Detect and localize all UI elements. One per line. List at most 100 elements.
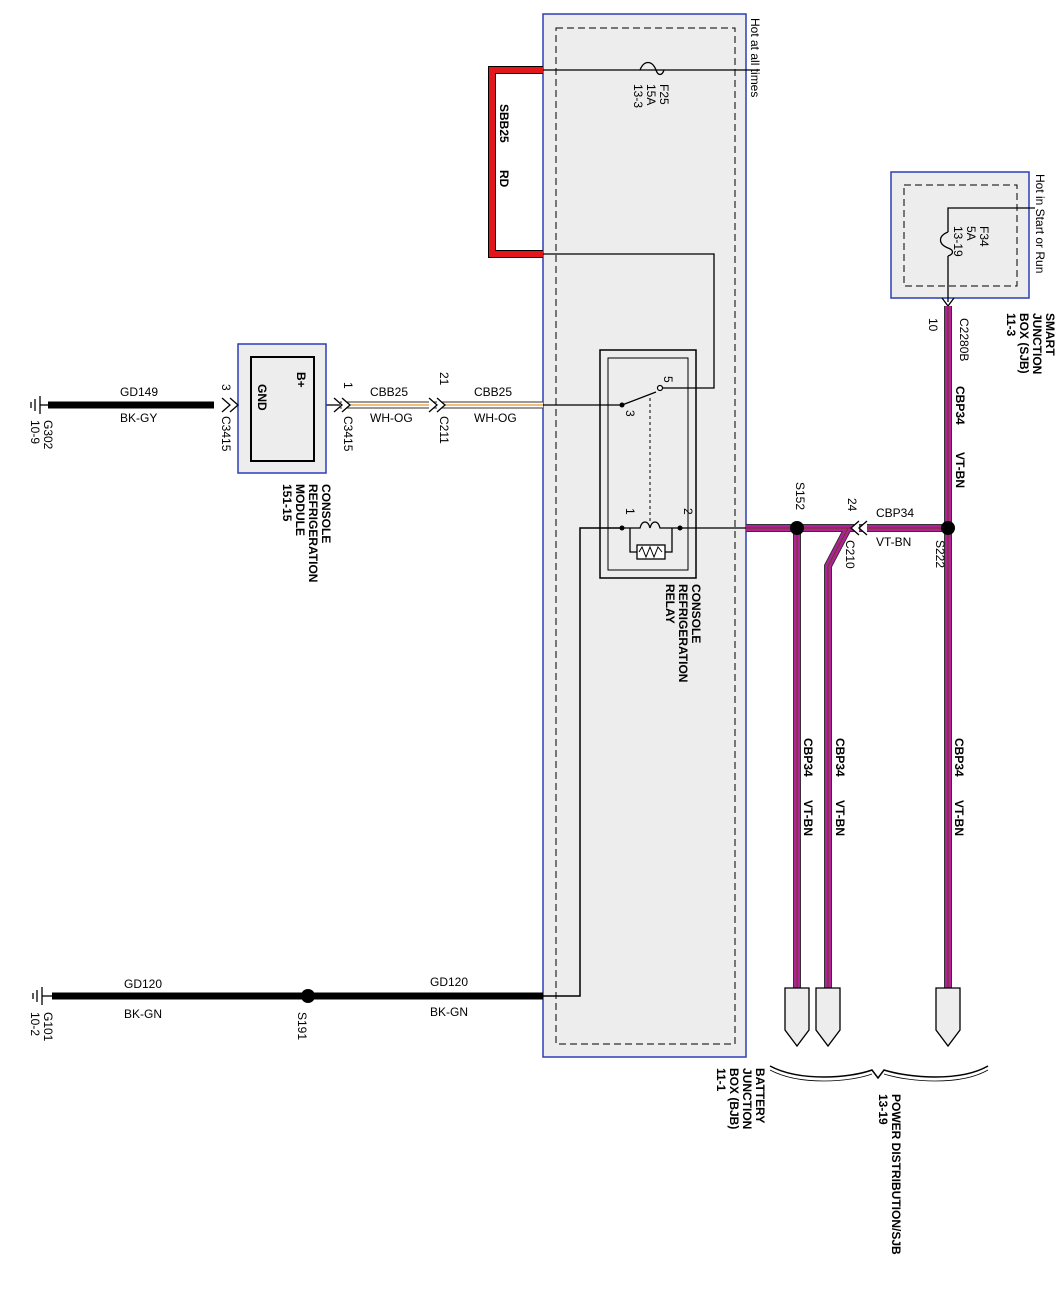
ground-g101-icon <box>32 987 52 1005</box>
wire-cbb25-a-color: WH-OG <box>370 411 413 425</box>
power-distribution-brace <box>769 1065 989 1080</box>
svg-text:JUNCTION: JUNCTION <box>740 1068 754 1129</box>
svg-text:10-9: 10-9 <box>28 420 42 444</box>
relay-pin-5: 5 <box>661 376 675 383</box>
console-refrigeration-module <box>237 343 327 474</box>
svg-text:F34: F34 <box>977 226 991 247</box>
wire-gd120-a-color: BK-GN <box>124 1007 162 1021</box>
svg-text:13-19: 13-19 <box>951 226 965 257</box>
terminal-2-icon <box>815 987 841 1048</box>
svg-text:11-1: 11-1 <box>714 1068 728 1092</box>
svg-text:G302: G302 <box>41 420 55 450</box>
connector-c3415-gnd-icon <box>221 397 239 413</box>
svg-text:F25: F25 <box>657 84 671 105</box>
svg-text:151-15: 151-15 <box>280 484 294 522</box>
svg-text:5A: 5A <box>964 226 978 241</box>
svg-text:RD: RD <box>497 170 511 188</box>
svg-text:JUNCTION: JUNCTION <box>1030 313 1044 374</box>
bjb-hot-label: Hot at all times <box>748 18 762 97</box>
relay-pin-1: 1 <box>623 508 637 515</box>
svg-text:REFRIGERATION: REFRIGERATION <box>676 584 690 682</box>
connector-c3415-b-name: C3415 <box>341 416 355 452</box>
wire-gd120-a-circuit: GD120 <box>124 977 162 991</box>
splice-s222-icon <box>941 521 955 535</box>
wire-cbp34-h-color: VT-BN <box>876 535 911 549</box>
wire-cbp34-network <box>746 306 952 988</box>
connector-c3415-gnd-name: C3415 <box>219 416 233 452</box>
svg-text:G101: G101 <box>41 1012 55 1042</box>
svg-text:15A: 15A <box>644 84 658 105</box>
wire-cbb25-a-circuit: CBB25 <box>370 385 408 399</box>
svg-text:CONSOLE: CONSOLE <box>689 584 703 643</box>
svg-text:13-3: 13-3 <box>631 84 645 108</box>
wire-gd149-color: BK-GY <box>120 411 157 425</box>
ground-g302-label: G302 10-9 <box>28 420 55 450</box>
fuse-f25-icon <box>639 61 665 76</box>
terminal-1-icon <box>784 987 810 1048</box>
wire-gd120-b-circuit: GD120 <box>430 975 468 989</box>
connector-c210-name: C210 <box>843 540 857 569</box>
fuse-f34-label: F34 5A 13-19 <box>951 226 991 257</box>
battery-junction-box <box>542 13 747 1058</box>
module-gnd: GND <box>255 384 269 411</box>
fuse-f34-icon <box>939 231 954 257</box>
connector-c210-pin: 24 <box>845 498 859 512</box>
svg-text:10-2: 10-2 <box>28 1012 42 1036</box>
power-distribution-label: POWER DISTRIBUTION/SJB 13-19 <box>876 1094 903 1255</box>
relay-title: CONSOLE REFRIGERATION RELAY <box>663 584 703 682</box>
relay-resistor-icon <box>636 544 666 560</box>
splice-s152-label: S152 <box>793 482 807 510</box>
splice-s152-icon <box>790 521 804 535</box>
wire-sbb25-label: SBB25 RD <box>497 104 511 188</box>
svg-text:SBB25: SBB25 <box>497 104 511 143</box>
wire-cbb25-b-circuit: CBB25 <box>474 385 512 399</box>
sjb-hot-label: Hot in Start or Run <box>1033 174 1047 273</box>
wire-gd120-b-color: BK-GN <box>430 1005 468 1019</box>
connector-c211-pin: 21 <box>437 372 451 386</box>
wire-cbp34-v3-color: VT-BN <box>952 800 966 836</box>
svg-text:CONSOLE: CONSOLE <box>319 484 333 543</box>
connector-c3415-b-icon <box>333 397 351 413</box>
svg-text:BOX (SJB): BOX (SJB) <box>1017 313 1031 374</box>
wire-cbp34-v1-circuit: CBP34 <box>801 738 815 777</box>
wire-cbp34-v2-circuit: CBP34 <box>833 738 847 777</box>
connector-c3415-gnd-pin: 3 <box>219 384 233 391</box>
wire-cbp34-sjb-circuit: CBP34 <box>953 386 967 425</box>
wire-cbp34-v3-circuit: CBP34 <box>952 738 966 777</box>
svg-text:BATTERY: BATTERY <box>753 1068 767 1123</box>
wire-cbp34-sjb-color: VT-BN <box>953 452 967 488</box>
c2280b-pin: 10 <box>926 318 940 332</box>
wire-cbp34-h-circuit: CBP34 <box>876 506 914 520</box>
connector-c211-icon <box>428 397 446 413</box>
svg-text:RELAY: RELAY <box>663 584 677 624</box>
splice-s191-icon <box>301 989 315 1003</box>
fuse-f25-label: F25 15A 13-3 <box>631 84 671 108</box>
svg-text:13-19: 13-19 <box>876 1094 890 1125</box>
connector-c210-icon <box>850 520 868 536</box>
ground-g101-label: G101 10-2 <box>28 1012 55 1042</box>
wire-sbb25 <box>488 66 543 258</box>
wire-cbp34-v1-color: VT-BN <box>801 800 815 836</box>
ground-g302-icon <box>30 396 48 414</box>
svg-text:11-3: 11-3 <box>1004 313 1018 337</box>
smart-junction-box <box>890 171 1030 299</box>
wire-cbb25-b-color: WH-OG <box>474 411 517 425</box>
bjb-title: BATTERY JUNCTION BOX (BJB) 11-1 <box>714 1068 767 1129</box>
svg-text:BOX (BJB): BOX (BJB) <box>727 1068 741 1129</box>
svg-text:REFRIGERATION: REFRIGERATION <box>306 484 320 582</box>
sjb-title: SMART JUNCTION BOX (SJB) 11-3 <box>1004 313 1057 374</box>
relay-switch-arm <box>621 391 657 406</box>
wire-cbp34-v2-color: VT-BN <box>833 800 847 836</box>
wire-gd149-circuit: GD149 <box>120 385 158 399</box>
splice-s222-label: S222 <box>933 540 947 568</box>
svg-text:SMART: SMART <box>1043 313 1057 356</box>
relay-coil-icon <box>622 521 680 529</box>
connector-c3415-b-pin: 1 <box>341 382 355 389</box>
module-bplus: B+ <box>294 372 308 388</box>
c2280b-label: C2280B <box>957 318 971 361</box>
relay-pin-2: 2 <box>681 508 695 515</box>
svg-text:POWER DISTRIBUTION/SJB: POWER DISTRIBUTION/SJB <box>889 1094 903 1255</box>
svg-text:MODULE: MODULE <box>293 484 307 536</box>
connector-c211-name: C211 <box>437 416 451 444</box>
